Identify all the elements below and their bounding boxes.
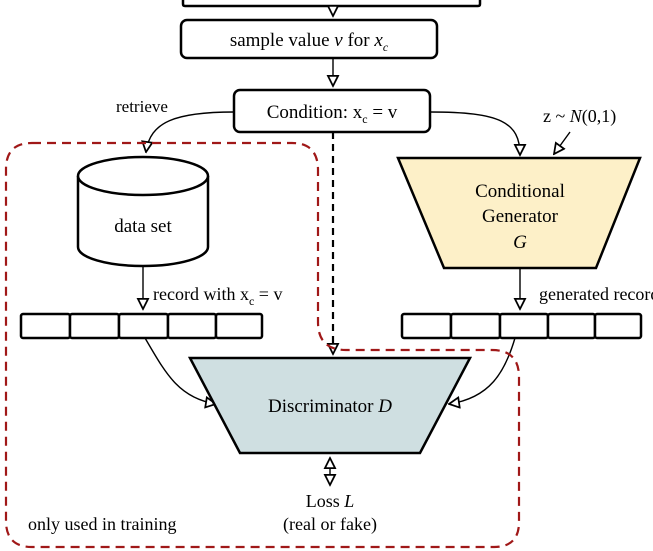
generator-line2: Generator [482,206,559,227]
generated-record-label: generated record [539,284,653,304]
real-record-cell [19,312,72,340]
dataset-cylinder: data set [76,155,210,268]
discriminator-label: Discriminator D [268,396,392,417]
real-record-strip [19,312,264,340]
real-record-cell [117,312,170,340]
generated-record-strip [400,312,643,340]
loss-subtitle: (real or fake) [283,514,377,535]
training-region-border [4,141,521,549]
sample-value-label: sample value v for xc [230,30,389,54]
noise-arrow [554,131,571,154]
loss-label: Loss L [306,491,355,511]
dataset-label: data set [114,216,172,237]
real-record-cell [68,312,121,340]
generated-record-to-discriminator-arrow [449,337,516,404]
generated-record-cell [593,312,643,340]
previous-step-box [181,0,482,8]
real-record-cell [166,312,218,340]
real-record-to-discriminator-arrow [144,337,216,404]
generated-record-cell [400,312,453,340]
real-record-cell [214,312,264,340]
generated-record-cell [498,312,550,340]
discriminator: Discriminator D [187,356,473,455]
generator-symbol: G [513,232,527,253]
real-record-label: record with xc = v [153,284,282,308]
condition-label: Condition: xc = v [267,102,398,126]
training-region-label: only used in training [28,514,176,534]
condition-to-generator-arrow [429,111,520,155]
noise-label: z ~ N(0,1) [543,106,616,127]
sample-value-box: sample value v for xc [179,18,439,60]
generated-record-cell [546,312,597,340]
conditional-generator: Conditional Generator G [396,156,642,270]
generated-record-cell [449,312,502,340]
generator-line1: Conditional [475,181,565,202]
retrieve-arrow [146,111,235,152]
condition-box: Condition: xc = v [232,88,432,134]
retrieve-label: retrieve [116,97,168,116]
